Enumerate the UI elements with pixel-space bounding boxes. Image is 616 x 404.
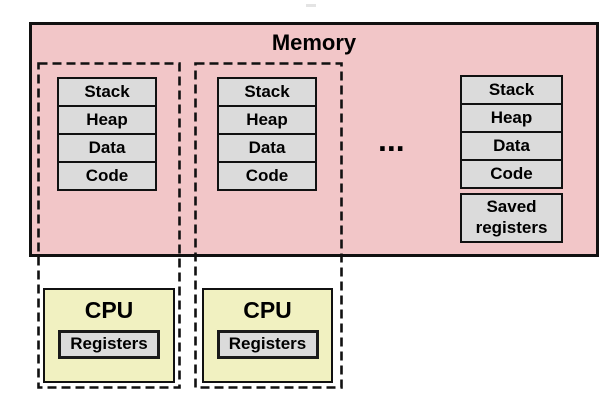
cpu-registers-box: Registers — [216, 329, 319, 359]
segment-column-2: Stack Heap Data Code — [217, 77, 317, 191]
segment-code: Code — [460, 159, 563, 189]
segment-stack: Stack — [460, 75, 563, 105]
segment-data: Data — [217, 133, 317, 163]
cpu-title: CPU — [243, 297, 292, 323]
segment-heap: Heap — [57, 105, 157, 135]
saved-registers-box: Saved registers — [460, 193, 563, 243]
segment-heap: Heap — [460, 103, 563, 133]
cpu-box-1: CPU Registers — [43, 288, 175, 383]
segment-code: Code — [217, 161, 317, 191]
segment-stack: Stack — [217, 77, 317, 107]
process-context-outline-2 — [194, 62, 343, 389]
segment-heap: Heap — [217, 105, 317, 135]
segment-code: Code — [57, 161, 157, 191]
segment-data: Data — [460, 131, 563, 161]
smudge-mark — [306, 4, 316, 7]
cpu-box-2: CPU Registers — [202, 288, 333, 383]
cpu-registers-box: Registers — [58, 329, 160, 359]
segment-stack: Stack — [57, 77, 157, 107]
segment-data: Data — [57, 133, 157, 163]
cpu-title: CPU — [84, 297, 134, 323]
memory-title: Memory — [271, 30, 357, 55]
segment-column-1: Stack Heap Data Code — [57, 77, 157, 191]
process-context-outline-1 — [37, 62, 181, 389]
ellipsis: ... — [378, 122, 405, 158]
segment-column-n: Stack Heap Data Code — [460, 75, 563, 189]
